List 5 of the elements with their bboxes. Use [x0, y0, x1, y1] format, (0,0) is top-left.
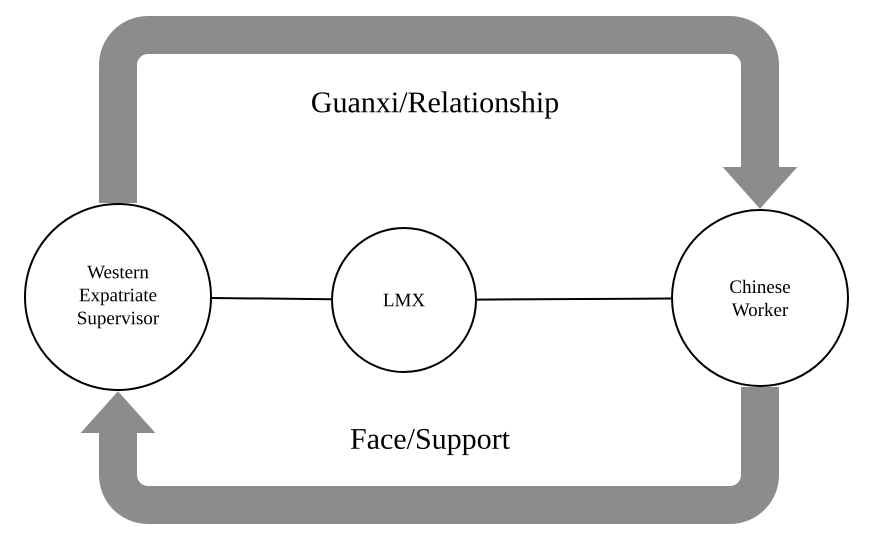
circle-node: LMX — [331, 227, 477, 373]
circle-node: Chinese Worker — [671, 209, 849, 387]
edge-label: Guanxi/Relationship — [308, 88, 562, 122]
edge-label: Face/Support — [346, 426, 514, 458]
circle-node: Western Expatriate Supervisor — [24, 203, 212, 391]
